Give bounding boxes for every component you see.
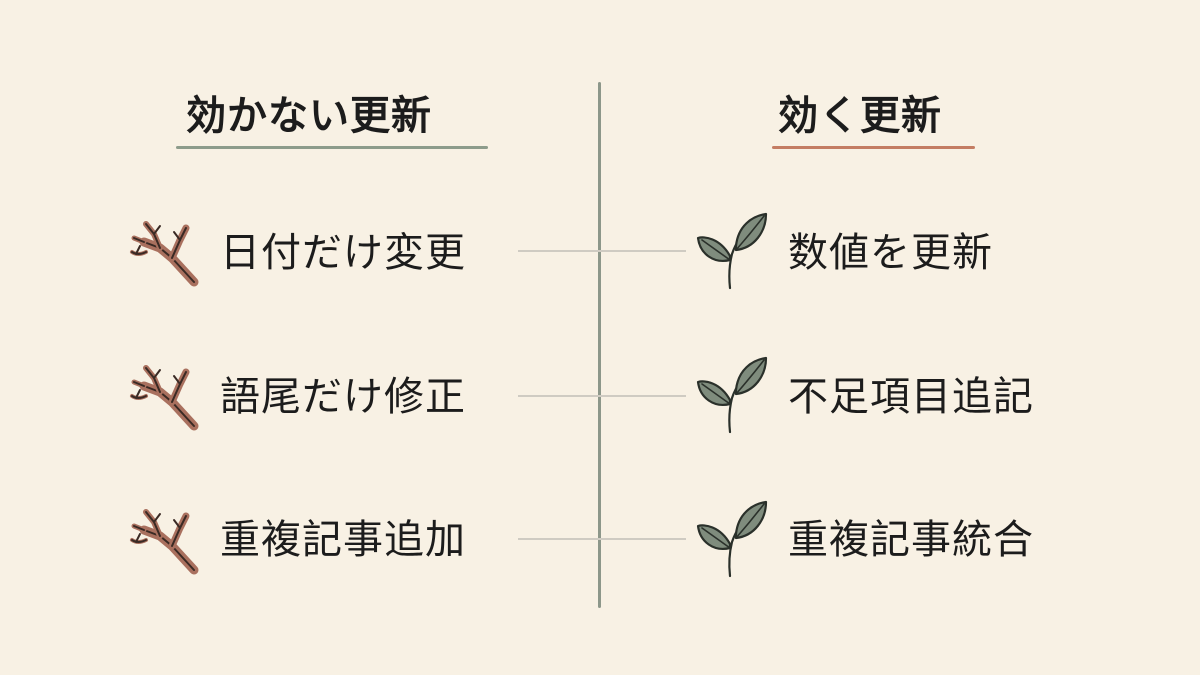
effective-item-label: 不足項目追記 xyxy=(788,374,1034,420)
effective-updates-heading: 効く更新 xyxy=(778,93,942,139)
withered-twig-icon xyxy=(130,509,199,575)
center-divider xyxy=(598,82,601,608)
ineffective-heading-underline xyxy=(176,146,488,149)
effective-item-label: 数値を更新 xyxy=(788,230,993,276)
effective-heading-underline xyxy=(772,146,975,149)
row-connector-line xyxy=(518,250,686,252)
ineffective-updates-heading: 効かない更新 xyxy=(186,93,432,139)
withered-twig-icon xyxy=(130,221,199,287)
sprout-leaf-icon xyxy=(696,212,768,290)
row-connector-line xyxy=(518,538,686,540)
row-connector-line xyxy=(518,395,686,397)
ineffective-item-label: 重複記事追加 xyxy=(220,517,466,563)
ineffective-item-label: 日付だけ変更 xyxy=(220,230,466,276)
sprout-leaf-icon xyxy=(696,356,768,434)
withered-twig-icon xyxy=(130,365,199,431)
ineffective-item-label: 語尾だけ修正 xyxy=(220,374,466,420)
sprout-leaf-icon xyxy=(696,500,768,578)
effective-item-label: 重複記事統合 xyxy=(788,517,1034,563)
